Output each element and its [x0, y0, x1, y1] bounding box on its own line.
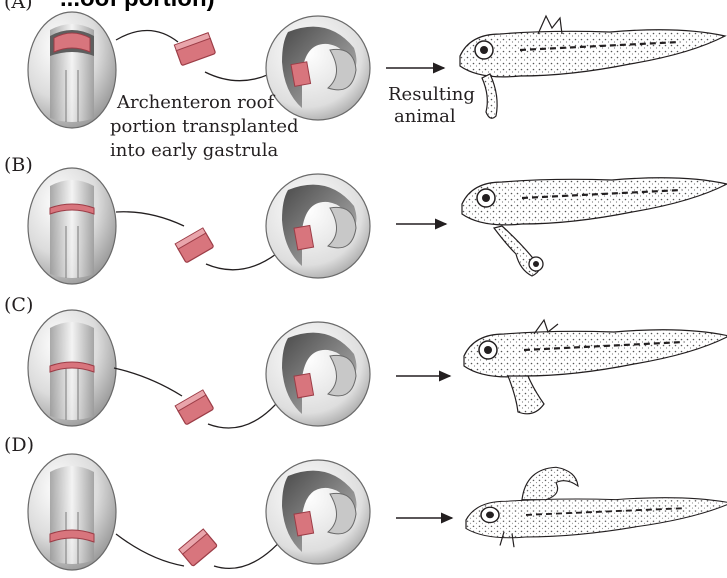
panel-label-d: (D): [4, 434, 34, 456]
connector-line-a: [116, 30, 178, 42]
host-gastrula-c: [266, 322, 370, 426]
panel-label-a: (A): [4, 0, 33, 13]
donor-embryo-b: [28, 168, 116, 284]
donor-embryo-a: [28, 12, 116, 128]
resulting-label-2: animal: [394, 106, 456, 127]
tadpole-c: [464, 320, 727, 414]
panel-label-b: (B): [4, 154, 33, 176]
donor-embryo-c: [28, 310, 116, 426]
host-gastrula-b: [266, 174, 370, 278]
graft-piece-a: [174, 33, 215, 66]
connector-line-c: [114, 368, 182, 396]
transplant-label-3: into early gastrula: [110, 140, 278, 161]
figure-header: ...oof portion): [60, 0, 215, 12]
tadpole-b: [462, 178, 727, 276]
connector-line-b: [116, 212, 184, 226]
resulting-label-1: Resulting: [388, 84, 475, 105]
connector-line-d: [116, 534, 184, 566]
panel-label-c: (C): [4, 294, 33, 316]
graft-piece-d: [179, 529, 218, 566]
transplant-label-2: portion transplanted: [110, 116, 299, 137]
panel-a: (A) Resulting animal Archenteron roof po…: [4, 0, 725, 161]
tadpole-a: [460, 16, 725, 118]
panel-b: (B): [4, 154, 727, 284]
tadpole-d: [466, 467, 727, 547]
host-gastrula-a: [266, 16, 370, 120]
graft-piece-b: [175, 228, 214, 263]
panel-d: (D): [4, 434, 727, 570]
panel-c: (C): [4, 294, 727, 428]
donor-embryo-d: [28, 454, 116, 570]
host-gastrula-d: [266, 460, 370, 564]
transplant-label-1: Archenteron roof: [116, 92, 275, 113]
